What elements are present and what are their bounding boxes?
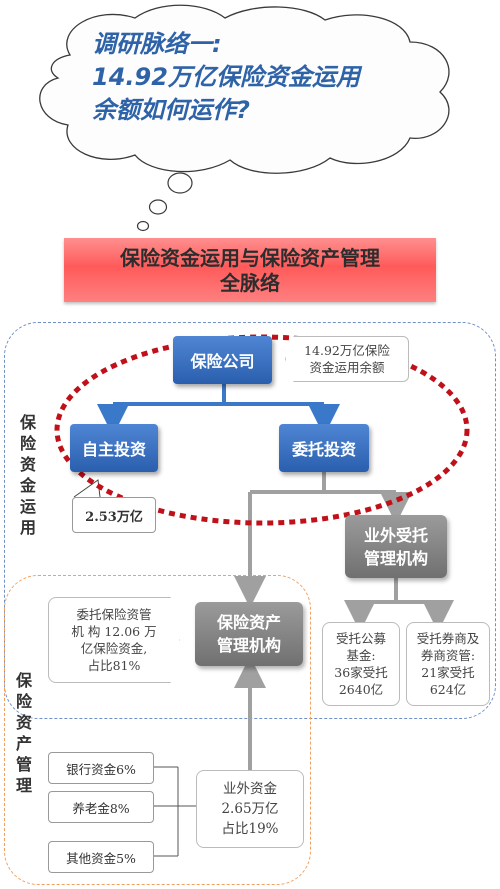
cloud-heading: 调研脉络一: 14.92万亿保险资金运用 余额如何运作? [92,28,432,127]
cloud-line-3: 余额如何运作? [92,96,250,124]
fund-use-label: 保险资金运用 [19,413,36,537]
insurer-node: 保险公司 [173,336,272,384]
asset-mgmt-region [4,575,311,885]
external-funds-box: 业外资金 2.65万亿 占比19% [196,770,304,848]
pension-funds-box: 养老金8% [48,791,154,823]
fund-trustee-note: 受托公募 基金: 36家受托 2640亿 [322,622,400,706]
cloud-shape [39,4,450,174]
bank-funds-box: 银行资金6% [48,752,154,784]
insurer-balance-note: 14.92万亿保险 资金运用余额 [285,336,409,382]
broker-trustee-note: 受托券商及 券商资管: 21家受托 624亿 [406,622,490,706]
self-invest-node: 自主投资 [70,424,158,472]
external-trustee-node: 业外受托 管理机构 [345,515,447,578]
cloud-line-1: 调研脉络一: [92,30,222,58]
banner-line-1: 保险资金运用与保险资产管理 [120,246,380,270]
fund-bracket-lines [152,766,196,857]
banner-line-2: 全脉络 [220,271,280,295]
self-invest-amount-note: 2.53万亿 [72,497,156,533]
asset-mgmt-share-note: 委托保险资管 机 构 12.06 万 亿保险资金, 占比81% [48,597,180,683]
asset-mgmt-org-node: 保险资产 管理机构 [195,602,303,666]
cloud-line-2: 14.92万亿保险资金运用 [92,63,360,91]
cloud-bubble-large [167,172,193,194]
cloud-bubble-small [136,220,150,232]
entrusted-invest-node: 委托投资 [279,424,369,472]
banner-title: 保险资金运用与保险资产管理 全脉络 [64,246,436,296]
self-invest-callout-pointer [73,479,101,498]
cloud-bubble-medium [148,199,168,215]
asset-mgmt-label: 保险资产管理 [15,671,32,795]
title-banner [64,238,436,302]
thought-cloud [39,4,450,232]
insurer-branch-arrows [97,384,340,436]
grey-connectors [234,472,454,770]
other-funds-box: 其他资金5% [48,841,154,873]
